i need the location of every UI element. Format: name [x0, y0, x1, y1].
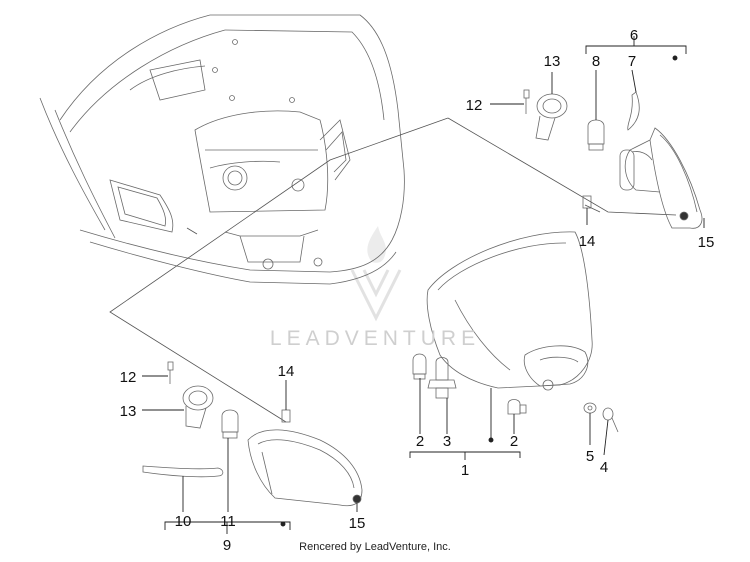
label-3: 3: [443, 433, 451, 450]
label-5: 5: [586, 448, 594, 465]
label-14-upper: 14: [579, 233, 596, 250]
label-9: 9: [223, 537, 231, 554]
bulb-11: [221, 409, 239, 439]
label-4: 4: [600, 459, 608, 476]
bulb-socket-13-lower: [182, 385, 214, 429]
label-8: 8: [592, 53, 600, 70]
screw-12-lower: [167, 361, 174, 384]
label-12-lower: 12: [120, 369, 137, 386]
scooter-front-body: [39, 14, 405, 285]
leader-lines: [109, 117, 677, 423]
headlamp-assembly: [426, 231, 593, 391]
gasket-10: [142, 465, 224, 478]
callout-labels: 6 8 7 13 12 14 15 2 3 2 1 5 4 12 13 14 1…: [120, 27, 715, 554]
label-12-upper: 12: [466, 97, 483, 114]
label-14-lower: 14: [278, 363, 295, 380]
footer-credit: Rencered by LeadVenture, Inc.: [299, 541, 451, 553]
bulb-socket-13-upper: [535, 93, 568, 141]
front-indicator-right: [619, 127, 703, 229]
bulb-2-right: [507, 399, 527, 415]
label-1: 1: [461, 462, 469, 479]
label-15-upper: 15: [698, 234, 715, 251]
bulb-2-left: [412, 353, 427, 380]
screw-4: [602, 407, 619, 433]
label-10: 10: [175, 513, 192, 530]
label-11: 11: [220, 513, 236, 530]
gasket-7: [627, 91, 640, 131]
label-13-lower: 13: [120, 403, 137, 420]
label-2-right: 2: [510, 433, 518, 450]
label-7: 7: [628, 53, 636, 70]
label-13-upper: 13: [544, 53, 561, 70]
screw-12-upper: [523, 89, 530, 114]
watermark-text: LEADVENTURE: [270, 327, 480, 350]
washer-5: [583, 402, 597, 414]
bulb-8: [587, 119, 605, 151]
label-2-left: 2: [416, 433, 424, 450]
callout-leaders: [142, 36, 705, 534]
label-6: 6: [630, 27, 638, 44]
watermark-logo: [350, 226, 402, 322]
label-15-lower: 15: [349, 515, 366, 532]
front-indicator-left: [247, 429, 363, 507]
bulb-3: [427, 357, 457, 399]
